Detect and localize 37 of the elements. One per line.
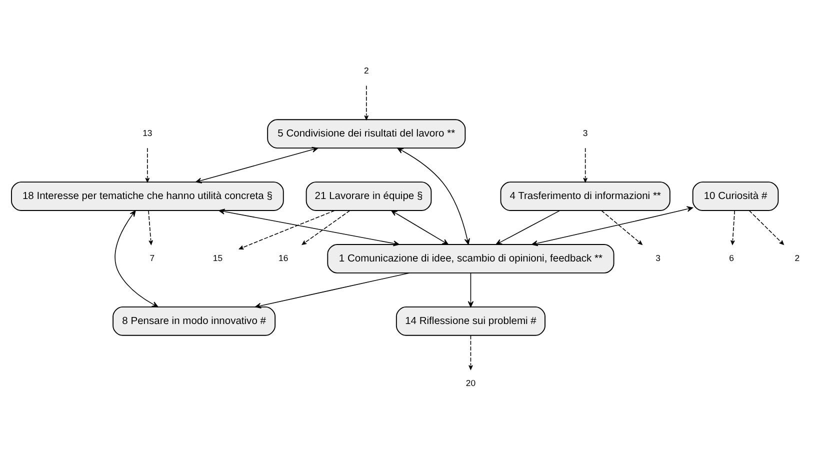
- arrow: [114, 210, 158, 307]
- node-text: 2: [794, 252, 800, 262]
- arrow: [302, 210, 350, 244]
- arrow: [145, 147, 150, 182]
- node-box: 14 Riflessione sui problemi #: [396, 306, 546, 336]
- node-text: 16: [278, 252, 288, 262]
- arrow: [196, 146, 318, 183]
- node-box: 8 Pensare in modo innovativo #: [112, 306, 276, 336]
- arrow: [601, 210, 642, 244]
- node-text: 15: [212, 252, 223, 262]
- arrow: [468, 272, 474, 307]
- node-text: 7: [150, 252, 155, 262]
- node-text: 6: [729, 252, 734, 262]
- node-box: 10 Curiosità #: [692, 181, 779, 210]
- node-text: 3: [656, 252, 660, 262]
- arrow: [254, 272, 410, 308]
- node-box: 4 Trasferimento di informazioni **: [500, 181, 670, 210]
- arrow: [583, 147, 588, 182]
- node-box: 21 Lavorare in équipe §: [306, 181, 432, 210]
- node-box: 1 Comunicazione di idee, scambio di opinioni, feedback **: [327, 244, 614, 273]
- arrow: [397, 147, 470, 244]
- arrow: [468, 334, 473, 370]
- arrow: [496, 210, 560, 244]
- arrow: [532, 206, 694, 246]
- arrow: [391, 210, 449, 244]
- arrow: [364, 84, 369, 120]
- arrow: [218, 208, 400, 246]
- node-text: 20: [466, 377, 476, 388]
- node-text: 13: [142, 128, 152, 138]
- arrow: [148, 210, 153, 244]
- arrow: [239, 210, 336, 249]
- node-text: 2: [364, 65, 369, 76]
- arrow: [730, 210, 736, 244]
- arrow: [748, 210, 784, 244]
- node-text: 3: [582, 128, 588, 138]
- node-box: 5 Condivisione dei risultati del lavoro **: [267, 118, 466, 148]
- node-box: 18 Interesse per tematiche che hanno utilità concreta §: [11, 181, 284, 210]
